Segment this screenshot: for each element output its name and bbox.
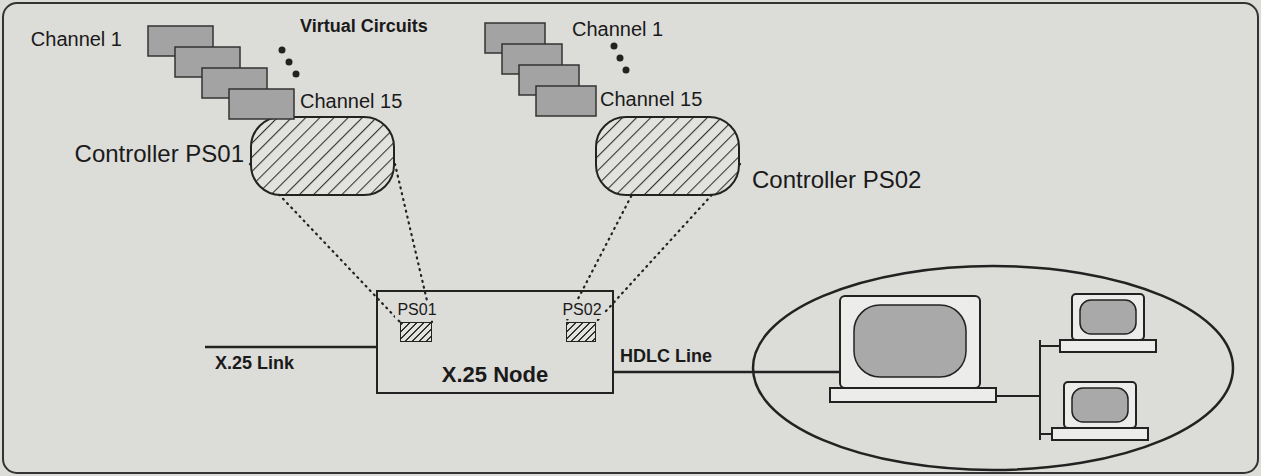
dot <box>611 43 618 50</box>
controller-shape: Controller PS01 <box>250 116 395 196</box>
terminal-screen <box>1072 388 1128 422</box>
annotation-label: HDLC Line <box>620 346 712 367</box>
channel-box <box>229 89 294 119</box>
node-box: X.25 NodePS01PS02 <box>378 292 612 392</box>
controller-outline <box>595 116 740 196</box>
node-title: X.25 Node <box>442 362 548 387</box>
terminal-base <box>1060 340 1156 352</box>
controller-outline <box>250 116 395 196</box>
channel-label: Channel 1 <box>31 28 122 51</box>
dot <box>286 59 293 66</box>
port-label: PS02 <box>560 301 603 319</box>
channel-box <box>536 86 596 116</box>
channel-label: Channel 1 <box>572 18 663 41</box>
dot <box>623 67 630 74</box>
channel-boxes <box>147 25 295 120</box>
channel-label: Channel 15 <box>300 90 402 113</box>
terminal <box>1060 294 1156 352</box>
controller-label: Controller PS01 <box>75 140 244 168</box>
lan-wire <box>996 395 1040 397</box>
terminal-case <box>1072 294 1144 340</box>
lan-ellipse <box>753 266 1233 470</box>
port-box: PS02 <box>566 322 596 342</box>
port-box: PS01 <box>400 322 432 342</box>
dot <box>279 47 286 54</box>
controller-label: Controller PS02 <box>752 166 921 194</box>
channel-label: Channel 15 <box>600 88 702 111</box>
terminal-screen <box>1080 300 1136 334</box>
annotation-label: Virtual Circuits <box>300 16 428 37</box>
dot <box>293 71 300 78</box>
annotation-label: X.25 Link <box>215 353 294 374</box>
monitor-case <box>840 296 980 388</box>
computer-base <box>830 388 996 402</box>
channel-stack: Channel 1Channel 15 <box>147 25 293 118</box>
lan-bus <box>1039 340 1041 440</box>
terminal-case <box>1064 382 1136 428</box>
terminal <box>1052 382 1148 440</box>
dot <box>617 55 624 62</box>
x25-link-line <box>205 346 378 349</box>
channel-stack: Channel 1Channel 15 <box>484 22 595 115</box>
controller-hatch <box>596 117 739 195</box>
frame <box>3 3 1258 473</box>
monitor-screen <box>854 305 966 377</box>
lan-wire <box>1040 433 1052 435</box>
controller-hatch <box>251 117 394 195</box>
terminal-base <box>1052 428 1148 440</box>
host-computer <box>830 296 996 402</box>
hdlc-line <box>612 371 840 374</box>
controller-shape: Controller PS02 <box>595 116 740 196</box>
lan-wire <box>1040 345 1060 347</box>
port-label: PS01 <box>395 301 438 319</box>
dotted-connector <box>395 164 432 322</box>
